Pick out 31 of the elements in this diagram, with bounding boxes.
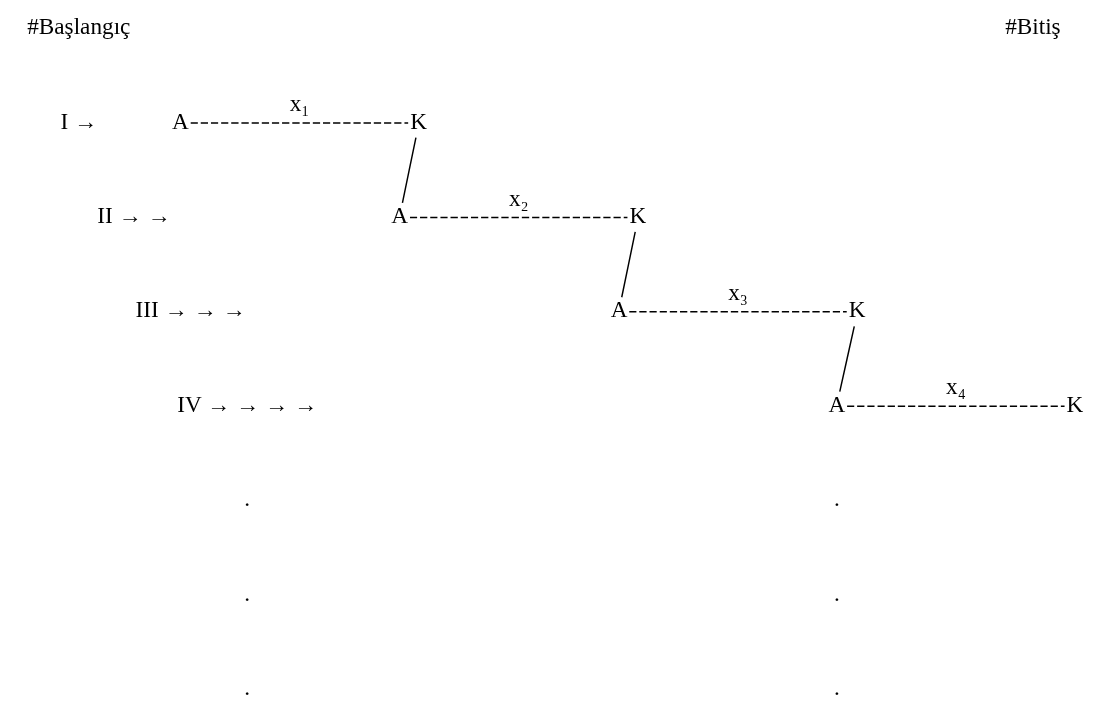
- label: .: [833, 673, 840, 700]
- node-text: A: [172, 107, 189, 134]
- connector: [846, 405, 1066, 407]
- label: IV → → → →: [177, 390, 318, 417]
- label: III → → →: [135, 296, 246, 323]
- connector: [839, 325, 855, 393]
- label: .: [244, 579, 251, 606]
- node-text: A: [610, 296, 628, 323]
- node-text: A: [828, 390, 846, 417]
- connector: [621, 231, 636, 298]
- label: II → →: [97, 201, 171, 228]
- label: #Başlangıç: [27, 13, 131, 40]
- node-text: K: [848, 296, 866, 323]
- label: .: [833, 485, 840, 512]
- node-text: K: [1066, 390, 1084, 417]
- node-text: A: [391, 201, 409, 228]
- label: #Bitiş: [1005, 13, 1061, 40]
- label: .: [244, 485, 251, 512]
- edge-label: x₁: [289, 90, 310, 117]
- label: .: [833, 579, 840, 606]
- connector: [190, 122, 409, 124]
- connector: [409, 216, 629, 219]
- edge-label: x₂: [508, 184, 529, 211]
- connector: [628, 311, 848, 313]
- node-text: K: [629, 201, 647, 228]
- label: .: [244, 673, 251, 700]
- label: I →: [60, 107, 98, 134]
- edge-label: x₄: [946, 373, 966, 400]
- node-text: K: [410, 107, 428, 134]
- connector: [401, 136, 417, 204]
- edge-label: x₃: [728, 278, 748, 305]
